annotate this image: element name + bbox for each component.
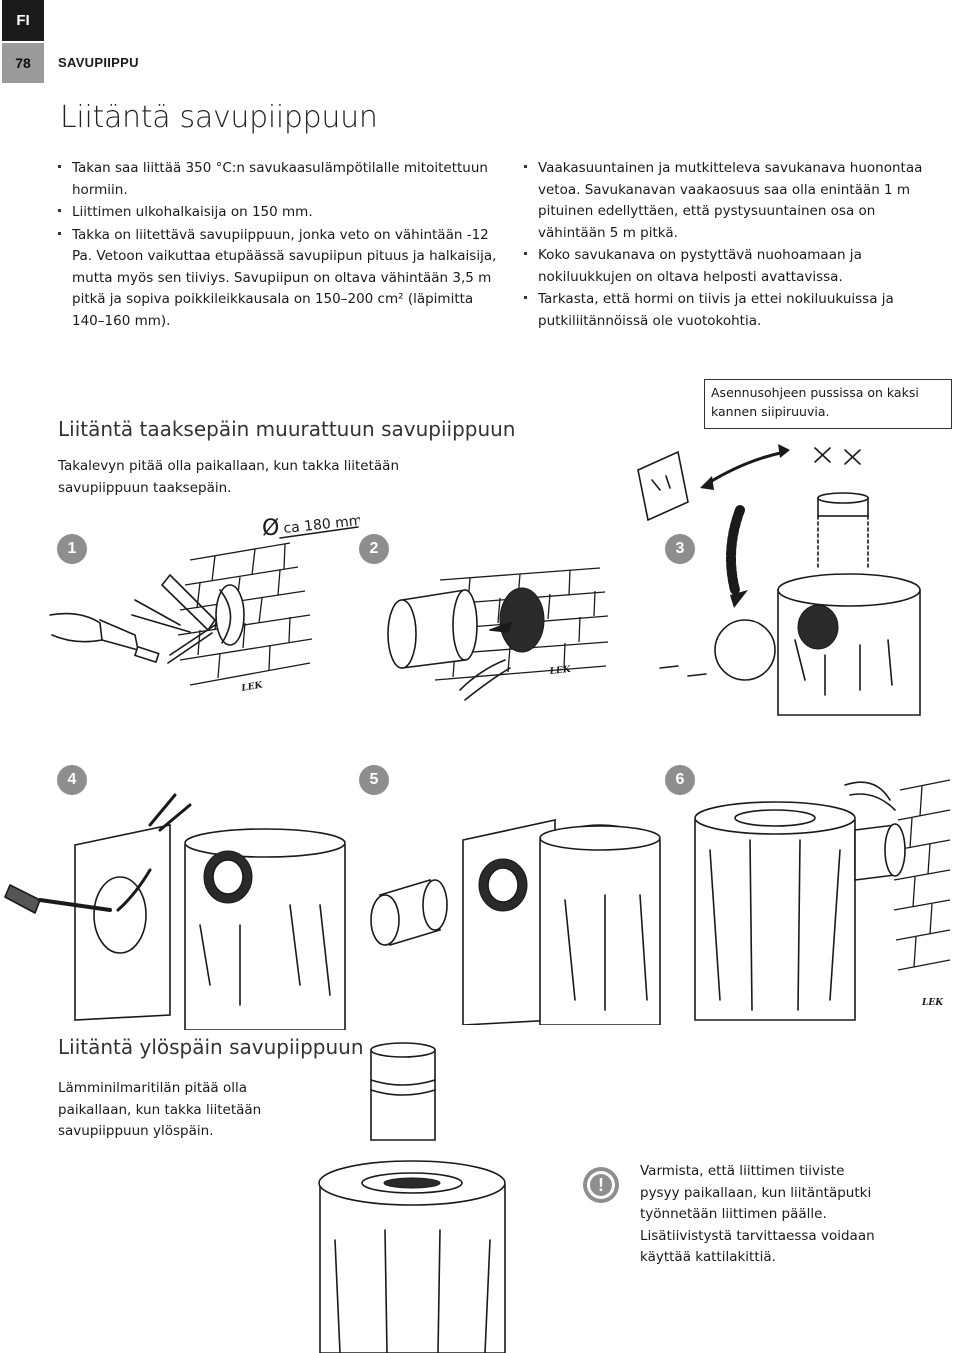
language-tab: FI (2, 0, 44, 41)
step-6-badge: 6 (665, 765, 695, 795)
step-1-illustration: LEK Ø ca 180 mm (49, 513, 360, 694)
step-3-badge: 3 (665, 534, 695, 564)
top-connection-illustration (318, 1042, 506, 1353)
list-item: Takka on liitettävä savupiippuun, jonka … (58, 225, 498, 333)
list-item: Takan saa liittää 350 °C:n savukaasulämp… (58, 158, 498, 201)
step-5-illustration (370, 819, 661, 1025)
step-3-illustration (637, 444, 921, 716)
top-section-text: Lämminilmaritilän pitää olla paikallaan,… (58, 1080, 262, 1139)
step-5-badge: 5 (359, 765, 389, 795)
diameter-symbol: Ø (262, 516, 279, 541)
list-item: Koko savukanava on pystyttävä nuohoamaan… (524, 245, 944, 288)
top-section-heading: Liitäntä ylöspäin savupiippuun (58, 1035, 364, 1059)
intro-left-list: Takan saa liittää 350 °C:n savukaasulämp… (58, 158, 498, 333)
list-item: Liittimen ulkohalkaisija on 150 mm. (58, 202, 498, 224)
brand-mark: LEK (921, 998, 944, 1008)
warning-text: Varmista, että liittimen tiiviste pysyy … (640, 1163, 875, 1265)
step-4-illustration (4, 793, 346, 1030)
intro-right-list: Vaakasuuntainen ja mutkitteleva savukana… (524, 158, 944, 333)
step-2-badge: 2 (359, 534, 389, 564)
brand-mark: LEK (240, 680, 265, 694)
page-title: Liitäntä savupiippuun (60, 100, 378, 135)
exclamation-icon: ! (583, 1167, 619, 1203)
brand-mark: LEK (548, 665, 572, 677)
dimension-label: ca 180 mm (283, 513, 360, 537)
rear-section-heading: Liitäntä taaksepäin muurattuun savupiipp… (58, 417, 516, 441)
note-box: Asennusohjeen pussissa on kaksi kannen s… (704, 379, 952, 429)
list-item: Vaakasuuntainen ja mutkitteleva savukana… (524, 158, 944, 244)
step-1-badge: 1 (57, 534, 87, 564)
step-4-badge: 4 (57, 765, 87, 795)
step-2-illustration: LEK (387, 567, 609, 701)
page-number: 78 (2, 43, 44, 83)
list-item: Tarkasta, että hormi on tiivis ja ettei … (524, 289, 944, 332)
section-label: SAVUPIIPPU (58, 55, 139, 70)
step-6-illustration: LEK (694, 779, 951, 1021)
rear-section-text: Takalevyn pitää olla paikallaan, kun tak… (58, 458, 400, 496)
